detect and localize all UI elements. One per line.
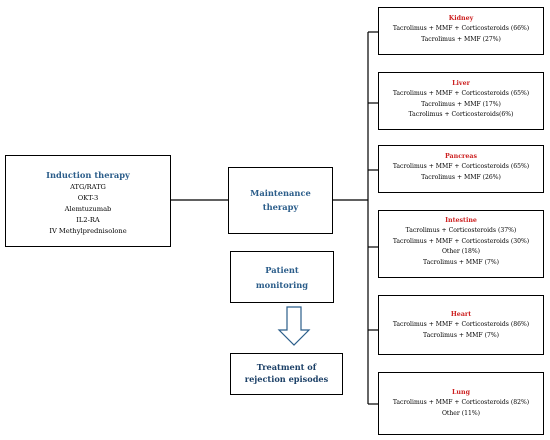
induction-item: OKT-3: [77, 194, 99, 202]
organ-name: Pancreas: [444, 153, 477, 160]
down-arrow-icon: [277, 306, 311, 346]
patient-monitoring-label: Patient: [265, 265, 299, 275]
maintenance-therapy-box: Maintenance therapy: [228, 167, 333, 234]
regimen-line: Tacrolimus + MMF + Corticosteroids (82%): [392, 399, 530, 406]
patient-monitoring-box: Patient monitoring: [230, 251, 334, 303]
regimen-line: Tacrolimus + MMF (17%): [421, 100, 501, 108]
organ-name: Heart: [450, 311, 472, 318]
regimen-line: Tacrolimus + MMF (7%): [423, 258, 499, 266]
organ-box-lung: Lung Tacrolimus + MMF + Corticosteroids …: [378, 372, 544, 435]
induction-item: ATG/RATG: [70, 183, 106, 191]
treatment-label-2: rejection episodes: [244, 374, 329, 384]
organ-box-intestine: Intestine Tacrolimus + Corticosteroids (…: [378, 210, 544, 278]
induction-item: IL2-RA: [76, 216, 100, 224]
regimen-line: Tacrolimus + MMF (26%): [421, 173, 501, 181]
regimen-line: Tacrolimus + MMF (27%): [421, 35, 501, 43]
regimen-line: Other (18%): [441, 248, 481, 256]
regimen-line: Tacrolimus + MMF + Corticosteroids (65%): [392, 90, 530, 97]
organ-name: Intestine: [445, 217, 477, 224]
maintenance-therapy-label: Maintenance: [250, 188, 311, 198]
regimen-line: Tacrolimus + MMF (7%): [423, 331, 499, 339]
regimen-line: Tacrolimus + MMF + Corticosteroids (66%): [392, 25, 530, 32]
induction-therapy-box: Induction therapy ATG/RATG OKT-3 Alemtuz…: [5, 155, 171, 247]
regimen-line: Other (11%): [441, 409, 481, 417]
organ-box-liver: Liver Tacrolimus + MMF + Corticosteroids…: [378, 72, 544, 130]
treatment-label: Treatment of: [256, 362, 317, 372]
regimen-line: Tacrolimus + MMF + Corticosteroids (30%): [392, 237, 530, 245]
regimen-line: Tacrolimus + Corticosteroids(6%): [408, 111, 514, 119]
organ-name: Lung: [452, 389, 470, 396]
treatment-rejection-box: Treatment of rejection episodes: [230, 353, 343, 395]
organ-box-heart: Heart Tacrolimus + MMF + Corticosteroids…: [378, 295, 544, 355]
regimen-line: Tacrolimus + MMF + Corticosteroids (86%): [392, 321, 530, 328]
maintenance-therapy-label-2: therapy: [262, 202, 299, 212]
patient-monitoring-label-2: monitoring: [255, 280, 309, 290]
organ-box-pancreas: Pancreas Tacrolimus + MMF + Corticostero…: [378, 145, 544, 193]
induction-item: IV Methylprednisolone: [49, 227, 127, 235]
induction-item: Alemtuzumab: [64, 205, 112, 213]
organ-box-kidney: Kidney Tacrolimus + MMF + Corticosteroid…: [378, 7, 544, 55]
induction-therapy-title: Induction therapy: [46, 170, 130, 180]
organ-name: Liver: [452, 80, 470, 87]
regimen-line: Tacrolimus + Corticosteroids (37%): [405, 227, 517, 234]
organ-name: Kidney: [448, 15, 474, 22]
regimen-line: Tacrolimus + MMF + Corticosteroids (65%): [392, 163, 530, 170]
